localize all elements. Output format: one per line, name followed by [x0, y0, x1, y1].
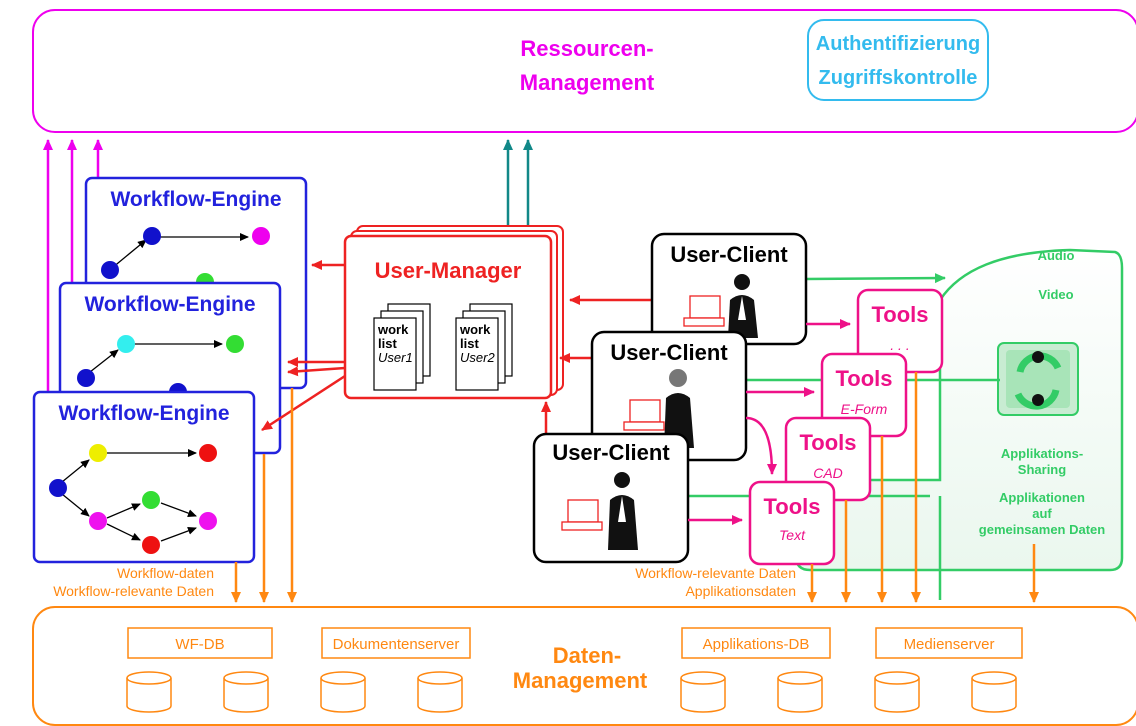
worklist-user1: work list User1 [373, 303, 431, 391]
workflow-engine-1: Workflow-Engine [32, 390, 256, 564]
database-icon [417, 671, 463, 713]
shared-apps-label-1: Applikationen [999, 490, 1085, 505]
store-label: Dokumentenserver [333, 636, 460, 653]
tools-box-dots: Tools . . . [856, 288, 944, 374]
workflow-engine-title: Workflow-Engine [110, 188, 281, 211]
tools-title: Tools [835, 366, 892, 391]
tools-subtitle: . . . [890, 337, 909, 353]
workflow-data-label: Workflow-daten [117, 565, 214, 581]
user-at-computer-icon [623, 369, 694, 448]
worklist-label: work [377, 322, 409, 337]
worklist-user: User2 [460, 350, 495, 365]
user-at-computer-icon [561, 472, 638, 550]
worklist-user: User1 [378, 350, 413, 365]
tools-box-text: Tools Text [748, 480, 836, 566]
user-at-computer-icon [683, 274, 758, 338]
database-icon [971, 671, 1017, 713]
teal-flows [503, 139, 533, 232]
tools-title: Tools [871, 302, 928, 327]
database-icon [223, 671, 269, 713]
database-icon [126, 671, 172, 713]
shared-apps-label-2: auf [1032, 506, 1052, 521]
access-control-label: Zugriffskontrolle [819, 67, 978, 89]
worklist-label: list [460, 336, 479, 351]
worklist-user2: work list User2 [455, 303, 513, 391]
application-data-label: Applikationsdaten [685, 583, 796, 599]
store-media-server: Medienserver [875, 627, 1023, 659]
store-application-db: Applikations-DB [681, 627, 831, 659]
data-management-title-1: Daten- [553, 643, 621, 668]
worklist-label: list [378, 336, 397, 351]
tools-box-cad: Tools CAD [784, 416, 872, 502]
audio-label: Audio [1038, 248, 1075, 263]
user-manager: User-Manager work list User1 work list U… [343, 225, 564, 400]
data-management-title-2: Management [513, 668, 648, 693]
store-label: Applikations-DB [703, 636, 810, 653]
resource-management-title-1: Ressourcen- [520, 36, 653, 61]
tools-subtitle: Text [779, 527, 806, 543]
user-manager-title: User-Manager [375, 258, 522, 283]
video-label: Video [1038, 287, 1073, 302]
database-icons [126, 671, 1017, 713]
sharing-icon [997, 342, 1079, 416]
workflow-relevant-data-right-label: Workflow-relevante Daten [635, 565, 796, 581]
resource-management-title-2: Management [520, 70, 655, 95]
user-client-title: User-Client [670, 242, 788, 267]
app-sharing-label-1: Applikations- [1001, 446, 1083, 461]
database-icon [320, 671, 366, 713]
user-client-title: User-Client [552, 440, 670, 465]
magenta-flows [43, 139, 103, 392]
store-document-server: Dokumentenserver [321, 627, 471, 659]
tools-subtitle: CAD [813, 465, 843, 481]
user-client-3: User-Client [532, 432, 690, 564]
workflow-relevant-data-left-label: Workflow-relevante Daten [53, 583, 214, 599]
auth-label: Authentifizierung [816, 33, 980, 55]
store-label: Medienserver [904, 636, 995, 653]
user-client-1: User-Client [650, 232, 808, 346]
workflow-engine-title: Workflow-Engine [58, 402, 229, 425]
workflow-engine-title: Workflow-Engine [84, 293, 255, 316]
worklist-label: work [459, 322, 491, 337]
shared-apps-label-3: gemeinsamen Daten [979, 522, 1105, 537]
collaboration-area: Audio Video Applikations- Sharing Applik… [794, 248, 1124, 572]
auth-box: Authentifizierung Zugriffskontrolle [807, 19, 989, 101]
store-label: WF-DB [175, 636, 224, 653]
pink-flows [688, 319, 851, 525]
red-flows [261, 260, 652, 434]
user-client-2: User-Client [590, 330, 748, 462]
database-icon [874, 671, 920, 713]
orange-flows [231, 372, 1039, 603]
tools-title: Tools [763, 494, 820, 519]
database-icon [777, 671, 823, 713]
database-icon [680, 671, 726, 713]
data-management-box: Daten- Management WF-DB Dokumentenserver… [32, 606, 1136, 726]
store-wf-db: WF-DB [127, 627, 273, 659]
tools-title: Tools [799, 430, 856, 455]
tools-subtitle: E-Form [841, 401, 888, 417]
app-sharing-label-2: Sharing [1018, 462, 1066, 477]
user-client-title: User-Client [610, 340, 728, 365]
